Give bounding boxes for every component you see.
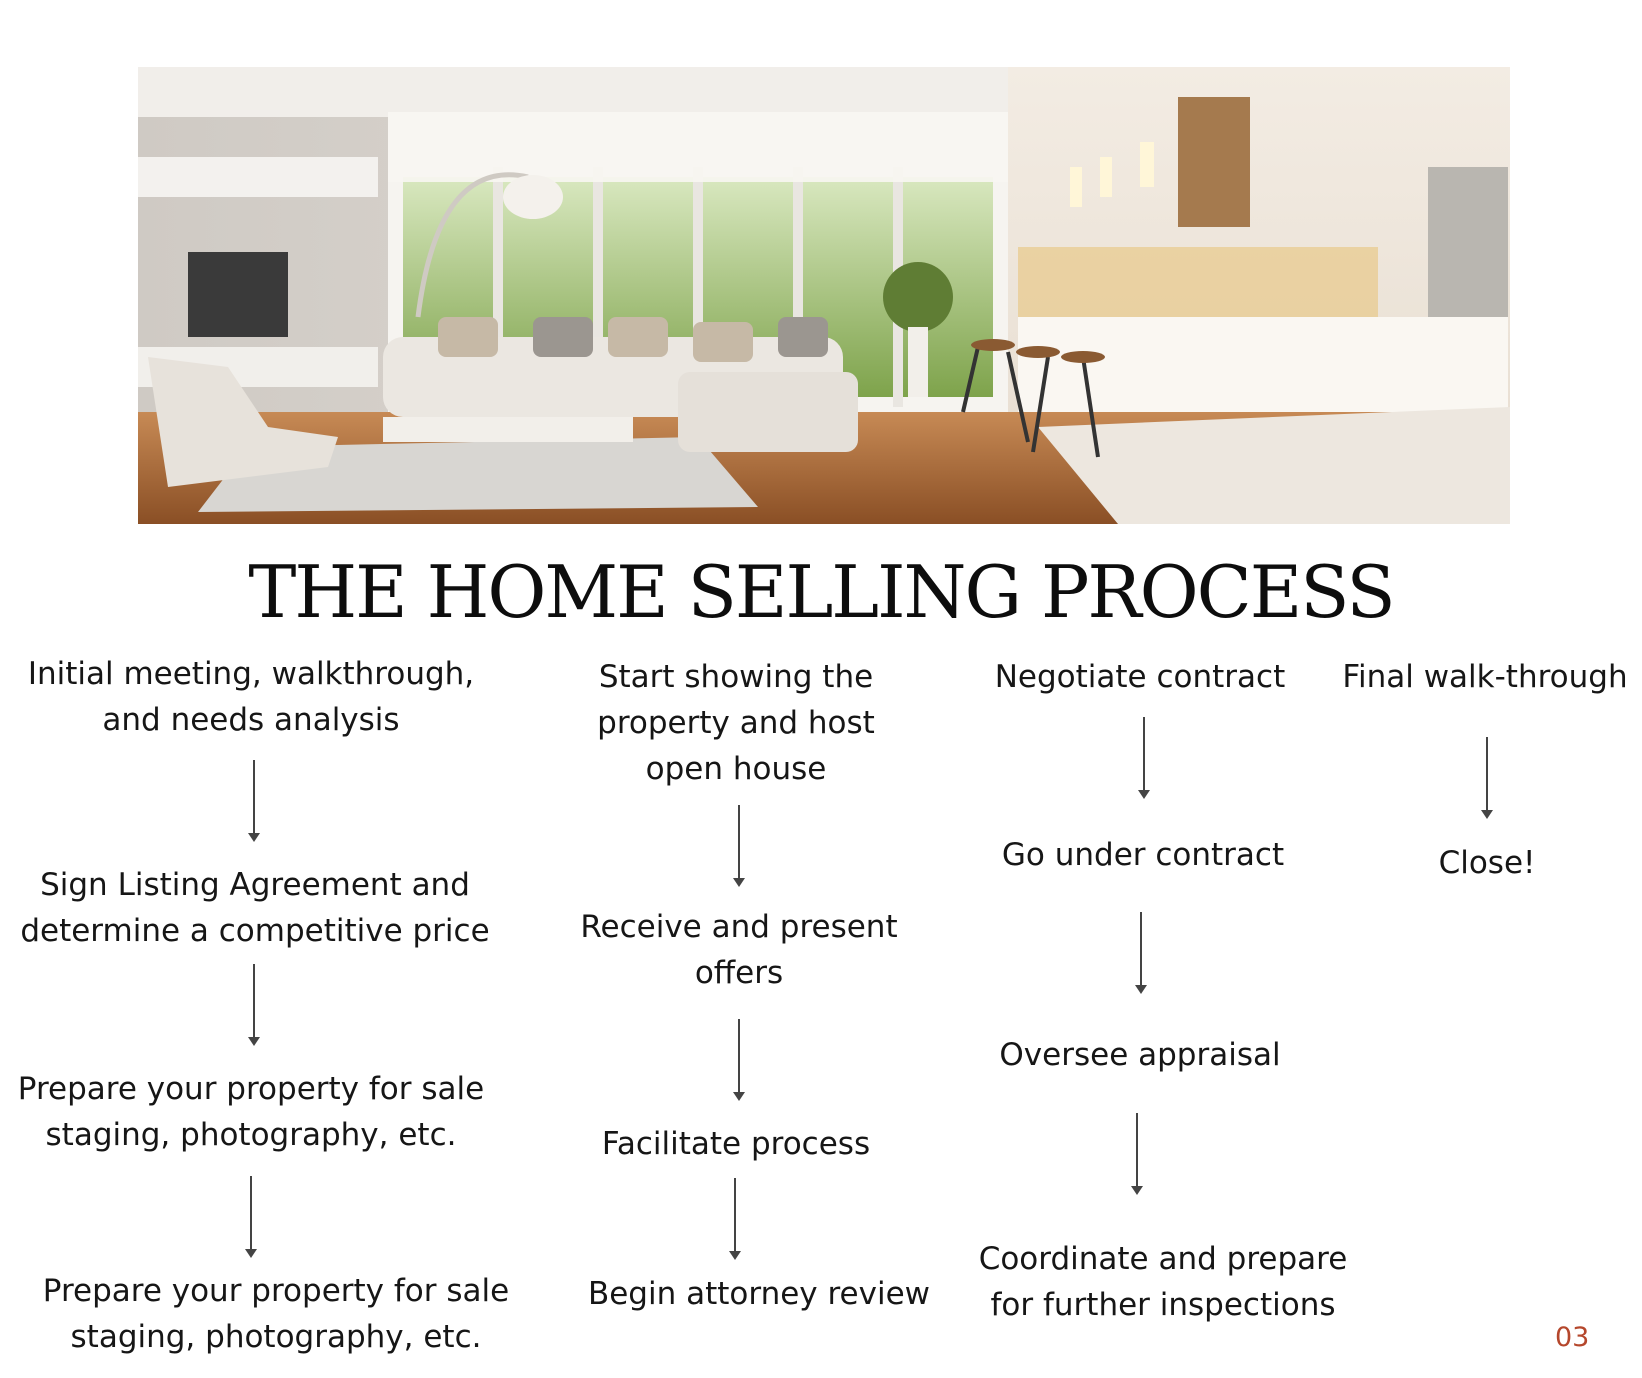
step-line: Prepare your property for sale — [17, 1071, 485, 1107]
down-arrow-icon — [731, 805, 747, 887]
down-arrow-icon — [243, 1176, 259, 1258]
step-line: Coordinate and prepare — [978, 1241, 1348, 1277]
down-arrow-icon — [246, 760, 262, 842]
step-line: determine a competitive price — [20, 913, 490, 949]
step-line: Sign Listing Agreement and — [40, 867, 470, 903]
step-line: Facilitate process — [601, 1126, 871, 1162]
step-prepare-property-2: Prepare your property for sale staging, … — [30, 1268, 522, 1360]
step-line: Oversee appraisal — [999, 1037, 1281, 1073]
step-start-showing: Start showing the property and host open… — [576, 654, 896, 792]
step-attorney-review: Begin attorney review — [576, 1271, 942, 1317]
down-arrow-icon — [1136, 717, 1152, 799]
page-number: 03 — [1555, 1322, 1590, 1353]
step-under-contract: Go under contract — [980, 832, 1306, 878]
step-line: Negotiate contract — [994, 659, 1286, 695]
down-arrow-icon — [1479, 737, 1495, 819]
down-arrow-icon — [246, 964, 262, 1046]
step-line: Begin attorney review — [587, 1276, 931, 1312]
step-line: Go under contract — [1001, 837, 1285, 873]
step-receive-offers: Receive and present offers — [569, 904, 909, 996]
step-line: staging, photography, etc. — [70, 1319, 482, 1355]
step-sign-listing: Sign Listing Agreement and determine a c… — [10, 862, 500, 954]
step-line: staging, photography, etc. — [45, 1117, 457, 1153]
down-arrow-icon — [731, 1019, 747, 1101]
step-line: Initial meeting, walkthrough, — [27, 656, 475, 692]
living-room-kitchen-photo-icon — [138, 67, 1510, 524]
step-line: Final walk-through — [1342, 659, 1628, 695]
step-prepare-property: Prepare your property for sale staging, … — [5, 1066, 497, 1158]
step-facilitate-process: Facilitate process — [576, 1121, 896, 1167]
step-line: and needs analysis — [102, 702, 400, 738]
down-arrow-icon — [1129, 1113, 1145, 1195]
step-line: Close! — [1438, 845, 1536, 881]
step-line: open house — [645, 751, 827, 787]
step-initial-meeting: Initial meeting, walkthrough, and needs … — [23, 651, 479, 743]
step-line: Start showing the — [598, 659, 874, 695]
step-coordinate-inspections: Coordinate and prepare for further inspe… — [965, 1236, 1361, 1328]
step-oversee-appraisal: Oversee appraisal — [980, 1032, 1300, 1078]
page-title: THE HOME SELLING PROCESS — [248, 550, 1395, 634]
step-close: Close! — [1380, 840, 1594, 886]
step-line: for further inspections — [990, 1287, 1336, 1323]
step-line: offers — [694, 955, 784, 991]
step-line: Receive and present — [580, 909, 898, 945]
down-arrow-icon — [727, 1178, 743, 1260]
hero-image — [138, 67, 1510, 524]
step-negotiate-contract: Negotiate contract — [980, 654, 1300, 700]
step-line: property and host — [597, 705, 875, 741]
down-arrow-icon — [1133, 912, 1149, 994]
step-line: Prepare your property for sale — [42, 1273, 510, 1309]
step-final-walkthrough: Final walk-through — [1330, 654, 1640, 700]
